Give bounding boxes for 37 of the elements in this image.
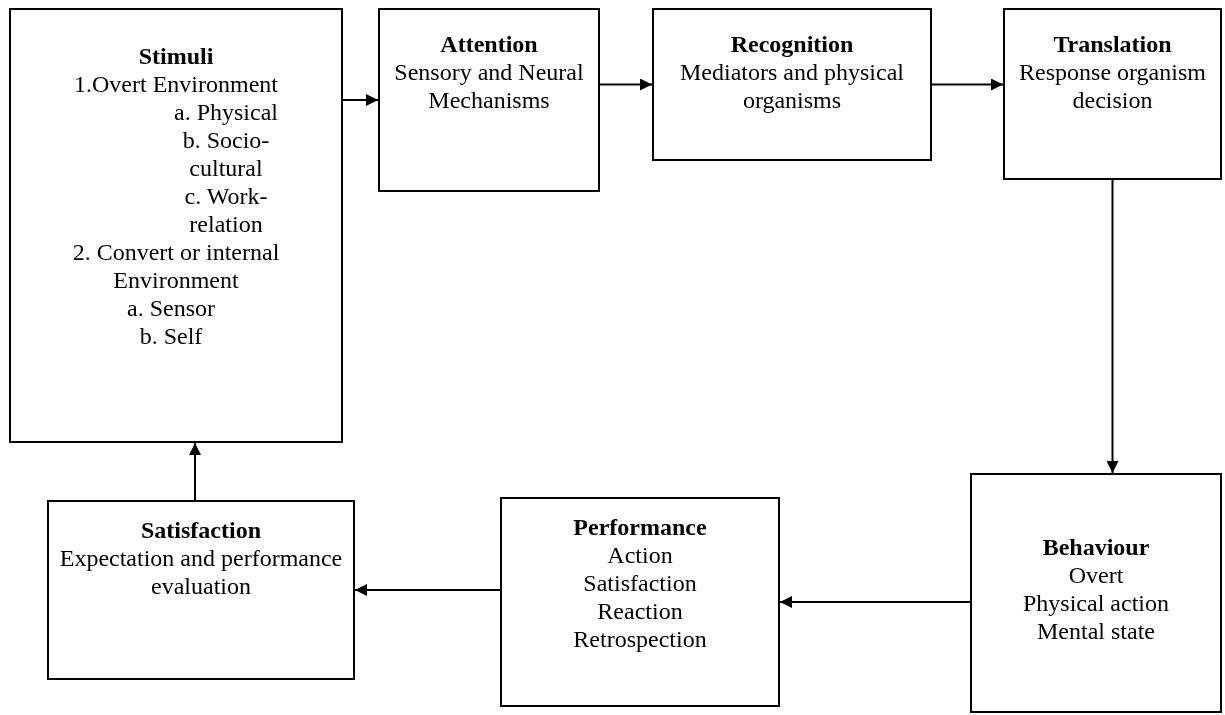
arrow [354,584,501,596]
box-text: Action [606,541,674,569]
box-text: Expectation and performance evaluation [58,544,344,600]
box-heading: Performance [572,513,708,541]
box-text: Overt [1067,561,1125,589]
box-text: b. Self [138,322,204,350]
box-heading: Behaviour [1041,533,1151,561]
process-box [500,497,780,707]
process-box [9,8,343,443]
process-box [378,8,600,192]
arrow [599,78,653,91]
arrow [1106,179,1119,474]
box-heading: Satisfaction [140,516,262,544]
box-text: a. Physical [173,98,279,126]
arrow [931,78,1004,91]
box-text: Mediators and physical organisms [679,58,905,114]
box-text: 1.Overt Environment [73,70,279,98]
process-box [970,473,1222,713]
box-heading: Attention [439,30,539,58]
process-box [1003,8,1222,180]
arrow [342,94,379,106]
process-box [47,500,355,680]
box-text: Mental state [1036,617,1156,645]
box-text: a. Sensor [126,294,216,322]
arrow [189,442,201,501]
box-text: Sensory and Neural Mechanisms [393,58,585,114]
box-heading: Translation [1052,30,1173,58]
arrow [779,596,971,608]
box-text: Physical action [1022,589,1170,617]
box-text: Reaction [596,597,684,625]
box-text: Satisfaction [582,569,698,597]
process-box [652,8,932,161]
box-text: c. Work-relation [183,182,269,238]
box-heading: Stimuli [137,42,215,70]
box-text: Retrospection [572,625,708,653]
box-heading: Recognition [729,30,855,58]
box-text: Response organism decision [1018,58,1207,114]
